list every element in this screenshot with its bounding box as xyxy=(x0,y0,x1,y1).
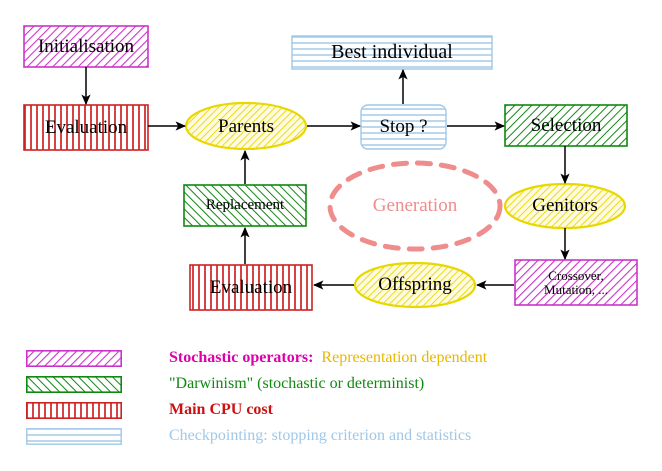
node-shape-crossover[interactable] xyxy=(514,259,638,306)
legend: Stochastic operators: Representation dep… xyxy=(0,338,662,458)
legend-swatch-diagonal-back-green xyxy=(26,375,122,393)
legend-text-darwinism: "Darwinism" (stochastic or determinist) xyxy=(169,375,425,392)
legend-swatch-horizontal-blue xyxy=(26,427,122,445)
node-shape-best-individual[interactable] xyxy=(291,35,493,70)
node-label-genitors[interactable]: Genitors xyxy=(532,195,598,217)
node-label-parents[interactable]: Parents xyxy=(218,115,274,137)
node-label-selection[interactable]: Selection xyxy=(530,114,602,136)
node-label-generation: Generation xyxy=(372,195,458,217)
legend-row-stochastic-operators: Stochastic operators: Representation dep… xyxy=(26,346,487,370)
legend-swatch-vertical-red xyxy=(26,401,122,419)
legend-text-stochastic-operators: Stochastic operators: xyxy=(169,349,314,366)
node-label-evaluation-top[interactable]: Evaluation xyxy=(44,116,128,138)
node-label-replacement[interactable]: Replacement xyxy=(205,196,285,213)
node-label-initialisation[interactable]: Initialisation xyxy=(37,35,135,57)
node-label-crossover-mutation[interactable]: Crossover, Mutation, ... xyxy=(544,267,608,297)
legend-row-main-cpu-cost: Main CPU cost xyxy=(26,398,273,422)
legend-text-representation-dependent: Representation dependent xyxy=(313,349,488,366)
legend-swatch-diagonal-forward-magenta xyxy=(26,349,122,367)
node-shape-selection[interactable] xyxy=(504,104,628,147)
legend-text-checkpointing: Checkpointing: stopping criterion and st… xyxy=(169,427,472,444)
node-label-evaluation-bottom[interactable]: Evaluation xyxy=(209,276,293,298)
node-shape-evaluation-top[interactable] xyxy=(23,104,149,151)
legend-text-main-cpu-cost: Main CPU cost xyxy=(169,401,273,418)
node-label-offspring[interactable]: Offspring xyxy=(378,274,452,296)
node-shape-offspring[interactable] xyxy=(353,261,477,309)
node-label-stop[interactable]: Stop ? xyxy=(379,116,428,138)
node-shape-replacement[interactable] xyxy=(183,184,307,227)
legend-row-checkpointing: Checkpointing: stopping criterion and st… xyxy=(26,424,471,448)
node-shape-evaluation-bottom[interactable] xyxy=(189,264,313,311)
legend-row-darwinism: "Darwinism" (stochastic or determinist) xyxy=(26,372,424,396)
node-label-best-individual[interactable]: Best individual xyxy=(331,41,453,63)
node-shape-generation xyxy=(327,160,503,252)
node-shape-initialisation[interactable] xyxy=(23,25,149,68)
